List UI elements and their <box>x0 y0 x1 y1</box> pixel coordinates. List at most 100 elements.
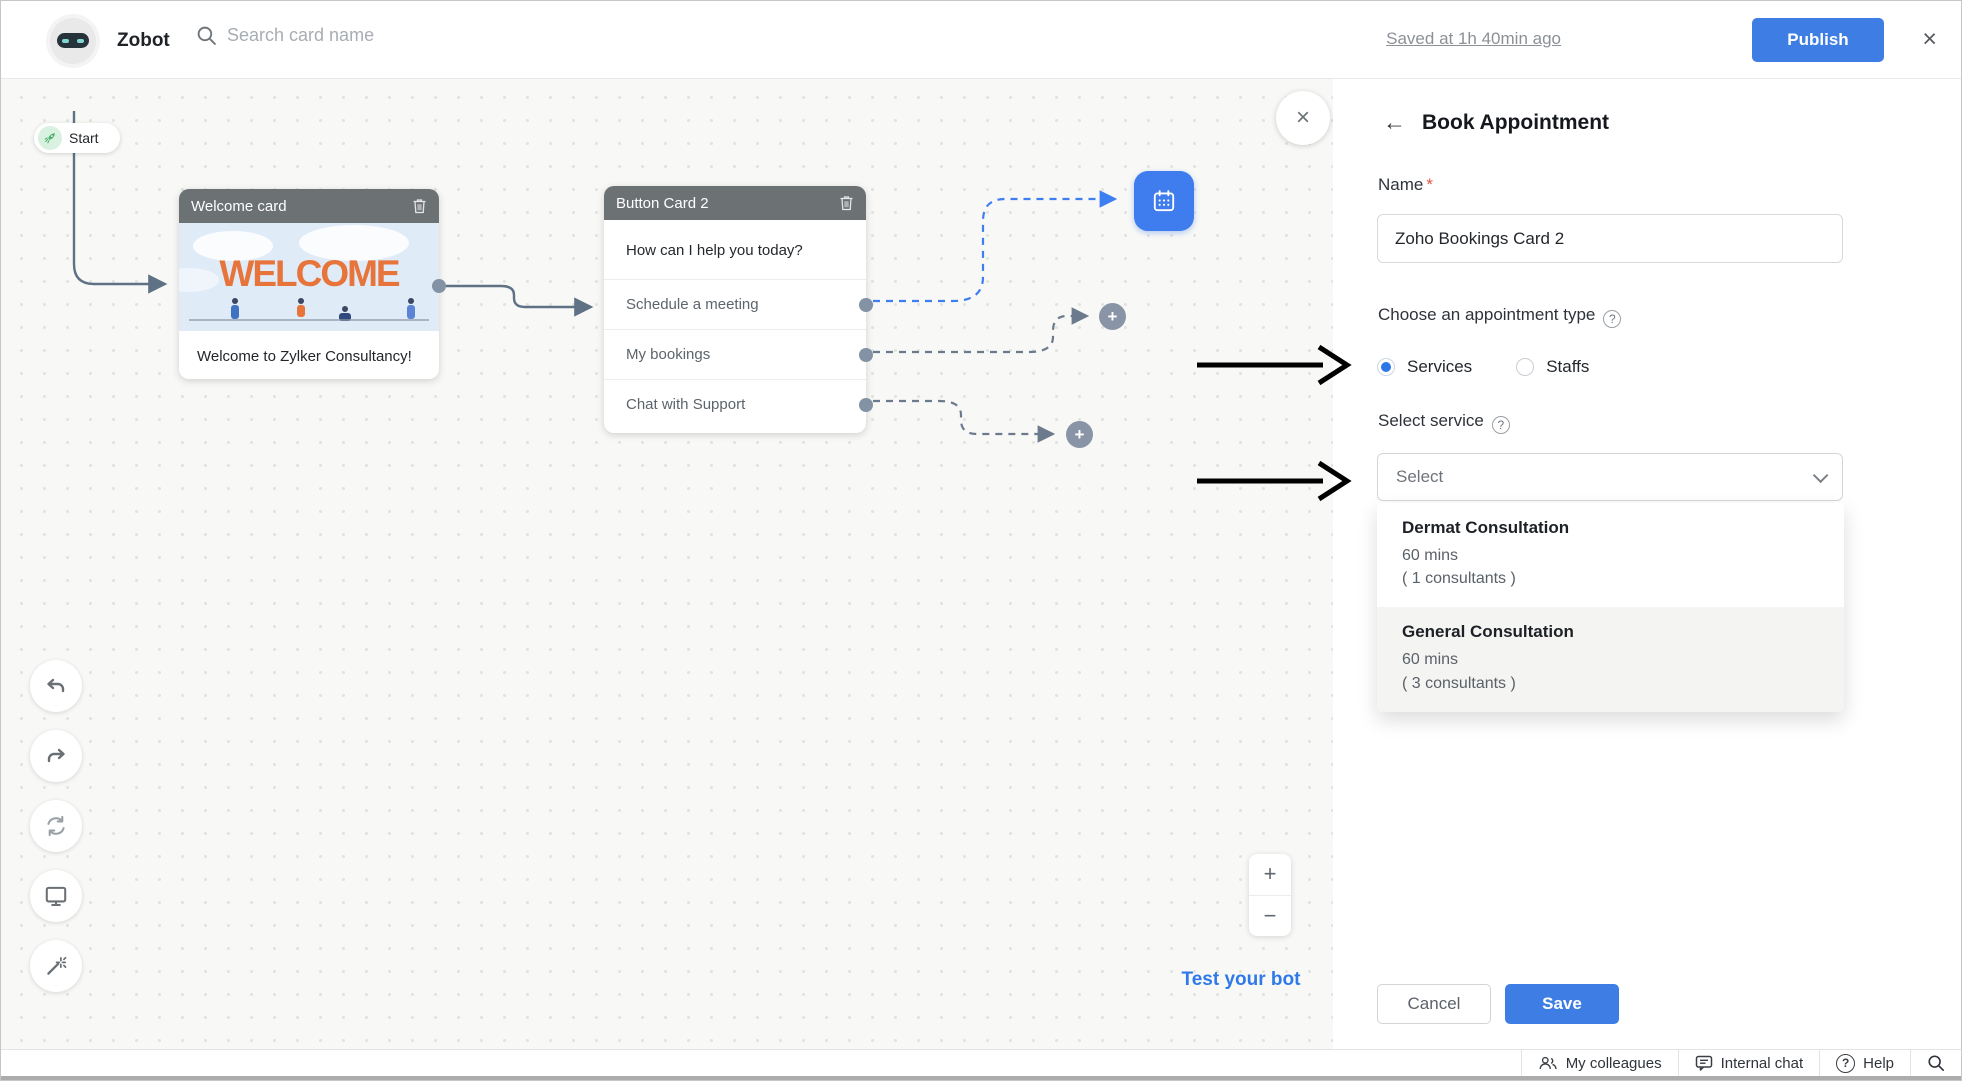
magic-wand-icon <box>47 956 67 975</box>
welcome-image-text: WELCOME <box>219 253 400 294</box>
cancel-button[interactable]: Cancel <box>1377 984 1491 1024</box>
back-arrow-icon[interactable]: ← <box>1383 109 1406 135</box>
radio-label: Staffs <box>1546 357 1590 376</box>
zoom-in-button[interactable]: + <box>1249 854 1291 896</box>
welcome-card[interactable]: Welcome card WELCOME Welcome to Zylker C… <box>179 189 446 379</box>
select-service-label: Select service? <box>1378 411 1510 434</box>
separator <box>1520 1050 1522 1076</box>
monitor-icon <box>45 886 67 907</box>
help-icon[interactable]: ? <box>1491 416 1510 434</box>
robot-eye <box>77 39 84 43</box>
separator <box>1819 1050 1821 1076</box>
required-marker: * <box>1426 175 1433 194</box>
sync-button[interactable] <box>30 800 82 852</box>
help-icon: ? <box>1836 1053 1856 1073</box>
sync-icon <box>47 815 65 837</box>
option-label: My bookings <box>626 346 711 363</box>
my-colleagues-button[interactable]: My colleagues <box>1522 1050 1678 1076</box>
radio-services[interactable]: Services <box>1377 357 1472 377</box>
calendar-icon <box>1153 190 1175 212</box>
select-service-label-text: Select service <box>1378 411 1484 430</box>
option-chat-support[interactable]: Chat with Support <box>604 379 873 429</box>
welcome-message: Welcome to Zylker Consultancy! <box>197 348 412 365</box>
radio-staffs[interactable]: Staffs <box>1516 357 1589 377</box>
help-icon[interactable]: ? <box>1603 310 1622 328</box>
flow-canvas[interactable]: Start Welcome card WELCOME Welcom <box>1 79 1333 1049</box>
start-node[interactable]: Start <box>34 123 120 153</box>
help-button[interactable]: ? Help <box>1820 1050 1910 1076</box>
radio-label: Services <box>1407 357 1473 376</box>
zoom-control: + − <box>1249 854 1291 936</box>
appointment-type-label-text: Choose an appointment type <box>1378 305 1596 324</box>
appointment-type-label: Choose an appointment type? <box>1378 305 1622 328</box>
publish-button[interactable]: Publish <box>1752 18 1884 62</box>
redo-button[interactable] <box>30 730 82 782</box>
radio-unselected-icon <box>1516 358 1535 376</box>
status-bar: My colleagues Internal chat ? Help <box>1 1049 1961 1076</box>
welcome-card-image: WELCOME <box>179 223 439 331</box>
undo-button[interactable] <box>30 660 82 712</box>
colleagues-label: My colleagues <box>1565 1054 1662 1072</box>
book-appointment-panel: ← Book Appointment Name* Choose an appoi… <box>1333 79 1961 1049</box>
service-select[interactable]: Select <box>1377 453 1843 501</box>
saved-status[interactable]: Saved at 1h 40min ago <box>1386 29 1561 48</box>
plus-icon: + <box>1074 424 1085 444</box>
option-consultants: ( 3 consultants ) <box>1402 674 1516 692</box>
window-bottom-edge <box>1 1076 1961 1080</box>
output-port[interactable] <box>859 348 873 362</box>
button-card-header: Button Card 2 <box>604 186 866 220</box>
search-input[interactable] <box>227 25 487 46</box>
chat-icon <box>1695 1055 1712 1071</box>
button-card-2[interactable]: Button Card 2 How can I help you today? … <box>604 186 873 433</box>
welcome-card-title: Welcome card <box>191 197 287 215</box>
save-button[interactable]: Save <box>1505 984 1619 1024</box>
card-search <box>196 25 487 46</box>
output-port[interactable] <box>859 298 873 312</box>
canvas-toolbar <box>30 660 82 992</box>
name-label-text: Name <box>1378 175 1424 194</box>
option-label: Chat with Support <box>626 396 746 413</box>
delete-card-icon[interactable] <box>412 198 427 214</box>
close-icon[interactable]: × <box>1922 25 1937 53</box>
zobot-avatar <box>50 18 96 64</box>
bookings-calendar-node[interactable] <box>1134 171 1194 231</box>
magic-wand-button[interactable] <box>30 940 82 992</box>
add-card-node[interactable]: + <box>1099 303 1126 330</box>
dropdown-option-general[interactable]: General Consultation 60 mins ( 3 consult… <box>1377 607 1844 712</box>
name-field[interactable] <box>1377 214 1843 263</box>
option-schedule-meeting[interactable]: Schedule a meeting <box>604 279 873 329</box>
option-name: Dermat Consultation <box>1402 518 1570 537</box>
internal-chat-button[interactable]: Internal chat <box>1679 1050 1820 1076</box>
bot-question: How can I help you today? <box>626 242 803 259</box>
status-search-button[interactable] <box>1911 1050 1961 1076</box>
option-duration: 60 mins <box>1402 547 1459 564</box>
preview-button[interactable] <box>30 870 82 922</box>
radio-selected-icon <box>1377 358 1395 376</box>
option-my-bookings[interactable]: My bookings <box>604 329 873 379</box>
help-label: Help <box>1863 1054 1894 1072</box>
minus-icon: − <box>1263 902 1277 928</box>
close-panel-button[interactable]: × <box>1276 91 1330 145</box>
redo-icon <box>47 748 65 763</box>
rocket-icon <box>38 126 62 150</box>
option-consultants: ( 1 consultants ) <box>1402 570 1516 588</box>
output-port[interactable] <box>432 279 446 293</box>
panel-title: Book Appointment <box>1422 110 1610 134</box>
appointment-type-radios: Services Staffs <box>1377 357 1589 377</box>
undo-icon <box>47 678 65 693</box>
test-your-bot-link[interactable]: Test your bot <box>1181 969 1301 990</box>
separator <box>1677 1050 1679 1076</box>
option-name: General Consultation <box>1402 622 1574 642</box>
delete-card-icon[interactable] <box>839 195 854 211</box>
top-bar: Zobot Saved at 1h 40min ago Publish × <box>1 1 1961 79</box>
start-label: Start <box>69 130 99 146</box>
option-label: Schedule a meeting <box>626 296 759 313</box>
chevron-down-icon <box>1812 467 1829 483</box>
welcome-card-header: Welcome card <box>179 189 439 223</box>
zoom-out-button[interactable]: − <box>1249 896 1291 937</box>
output-port[interactable] <box>859 398 873 412</box>
select-placeholder: Select <box>1396 467 1444 486</box>
search-icon <box>1928 1055 1945 1072</box>
dropdown-option-dermat[interactable]: Dermat Consultation 60 mins ( 1 consulta… <box>1377 503 1844 607</box>
add-card-node[interactable]: + <box>1066 421 1093 448</box>
